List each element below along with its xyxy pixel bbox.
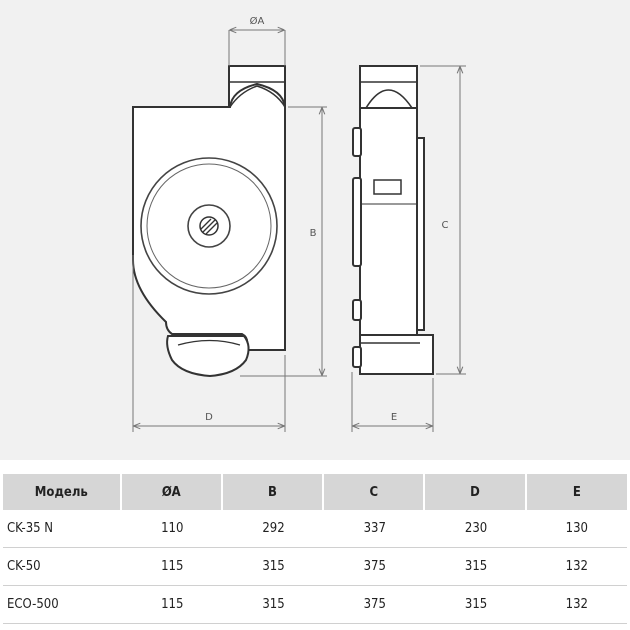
cell-dia-a: 110 [121, 510, 223, 548]
label-dim-e: E [391, 412, 397, 423]
cell-c: 337 [324, 510, 426, 548]
header-e: E [526, 474, 627, 510]
header-model: Модель [3, 474, 122, 510]
cell-b: 292 [222, 510, 325, 548]
table-row: CK-50 115 315 375 315 132 [3, 548, 627, 586]
cell-dia-a: 115 [121, 548, 223, 586]
cell-c: 375 [324, 586, 426, 624]
cell-d: 315 [425, 586, 527, 624]
cell-model: ECO-500 [3, 586, 122, 624]
header-d: D [425, 474, 527, 510]
switch-box [373, 179, 402, 195]
cell-c: 375 [324, 548, 426, 586]
label-dim-b: B [310, 228, 317, 239]
header-dia-a: ØA [121, 474, 223, 510]
cell-d: 315 [425, 548, 527, 586]
cell-model: CK-35 N [3, 510, 122, 548]
cell-dia-a: 115 [121, 586, 223, 624]
table-header-row: Модель ØA B C D E [3, 474, 627, 510]
technical-drawing: ØA B D C E [0, 0, 630, 460]
front-view [132, 65, 286, 378]
side-body [359, 107, 418, 343]
bottom-lip [166, 335, 250, 378]
header-c: C [324, 474, 426, 510]
cell-model: CK-50 [3, 548, 122, 586]
cell-e: 132 [526, 586, 627, 624]
front-dimensions [132, 30, 327, 432]
label-dim-d: D [205, 412, 213, 423]
cell-e: 132 [526, 548, 627, 586]
side-bottom-block [359, 334, 434, 375]
side-dimensions [351, 65, 466, 432]
fan-dimension-diagram: ØA B D C E [132, 15, 466, 432]
label-dim-c: C [442, 220, 449, 231]
table-row: ECO-500 115 315 375 315 132 [3, 586, 627, 624]
table-row: CK-35 N 110 292 337 230 130 [3, 510, 627, 548]
cell-b: 315 [222, 586, 325, 624]
side-view [352, 65, 434, 375]
label-dim-a: ØA [250, 15, 265, 27]
dimensions-table: Модель ØA B C D E CK-35 N 110 292 337 23… [3, 474, 627, 624]
cell-d: 230 [425, 510, 527, 548]
cell-b: 315 [222, 548, 325, 586]
cell-e: 130 [526, 510, 627, 548]
header-b: B [222, 474, 325, 510]
